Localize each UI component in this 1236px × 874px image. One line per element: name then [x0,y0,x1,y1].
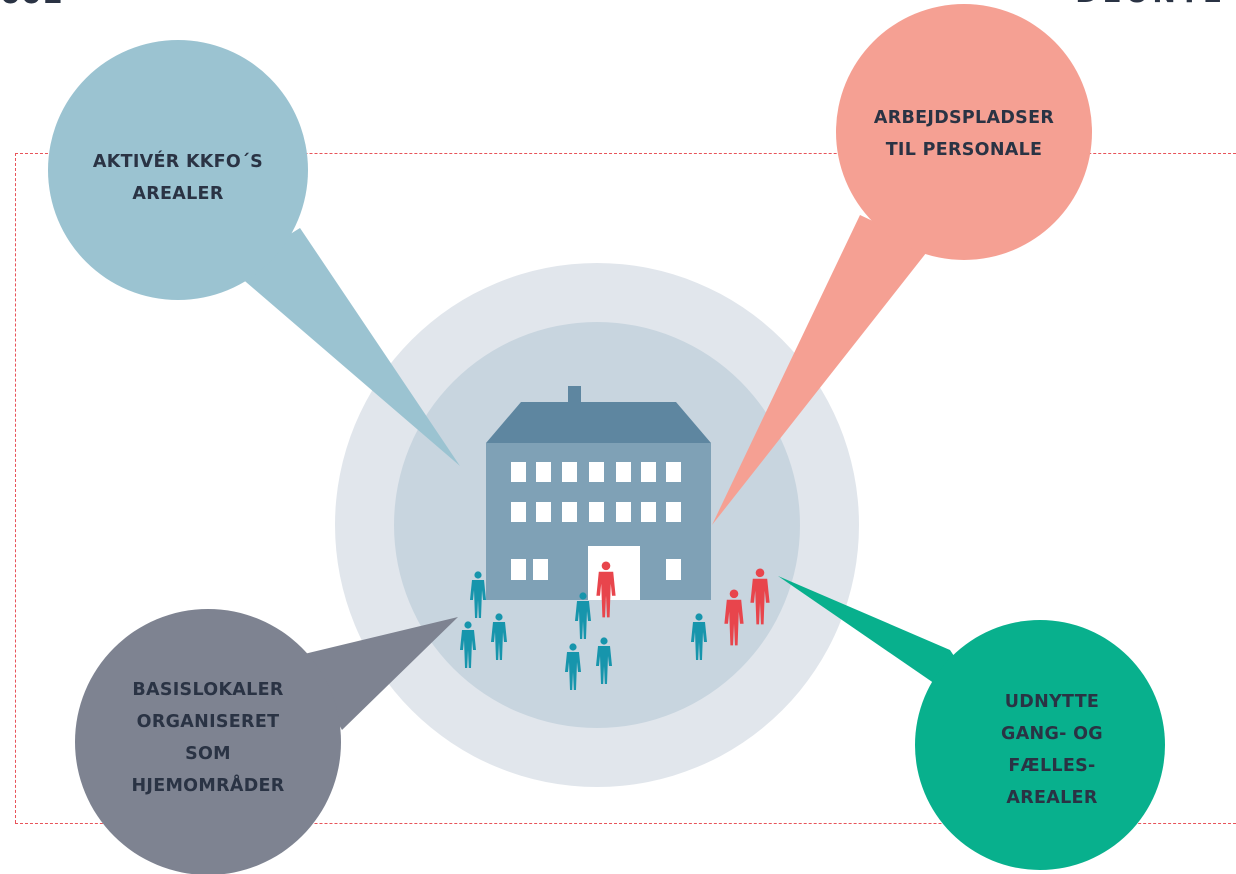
bubble-basis-text: BASISLOKALER ORGANISERET SOM HJEMOMRÅDER [88,674,328,802]
dashed-frame-left [15,153,16,823]
bubble-activate-line-1: AKTIVÉR KKFO´S [92,152,264,172]
bubble-workplaces [712,4,1092,525]
bubble-basis-line-2: ORGANISERET [136,712,280,732]
bubble-basis-line-1: BASISLOKALER [132,680,284,700]
bubble-workplaces-line-2: TIL PERSONALE [885,140,1043,160]
corner-label-right: DEUNTE [1075,0,1226,9]
bubble-workplaces-text: ARBEJDSPLADSER TIL PERSONALE [834,102,1094,166]
bubble-utilize-line-1: UDNYTTE [1004,692,1100,712]
corner-label-left: 001 [0,0,63,11]
bubble-workplaces-line-1: ARBEJDSPLADSER [873,108,1055,128]
bubble-activate-text: AKTIVÉR KKFO´S AREALER [58,146,298,210]
bubble-utilize [778,576,1165,870]
dashed-frame-top [15,153,1236,154]
bubble-utilize-text: UDNYTTE GANG- OG FÆLLES- AREALER [964,686,1140,814]
bubble-basis [75,609,458,874]
bubble-basis-line-4: HJEMOMRÅDER [131,776,285,796]
bubble-activate [48,40,460,466]
dashed-frame-bottom [15,823,1236,824]
bubble-utilize-line-2: GANG- OG [1001,724,1103,744]
bubble-basis-line-3: SOM [185,744,231,764]
school-building-icon [486,386,711,600]
bubble-utilize-line-3: FÆLLES- [1008,756,1096,776]
bubble-utilize-line-4: AREALER [1006,788,1098,808]
bubble-activate-line-2: AREALER [132,184,224,204]
